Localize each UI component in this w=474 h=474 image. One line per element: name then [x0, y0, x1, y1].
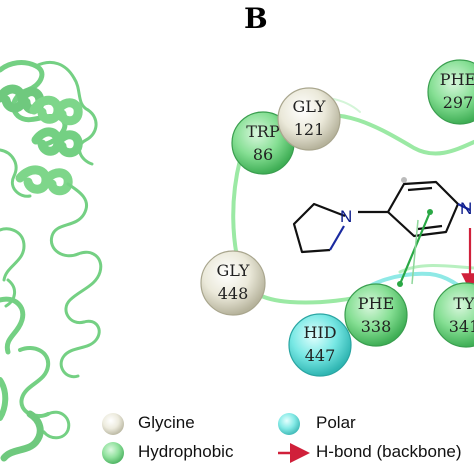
residue-number: 448: [218, 284, 249, 303]
residue-gly448: GLY 448: [200, 250, 266, 316]
residue-name: TRP: [246, 122, 280, 141]
residue-bubble: [433, 282, 474, 348]
residue-phe297: PHE 297: [427, 59, 474, 125]
ligand-structure: [292, 180, 471, 254]
residue-name: GLY: [293, 97, 326, 116]
residue-bubble: [200, 250, 266, 316]
residue-phe338: PHE 338: [344, 283, 408, 347]
legend-swatch-polar: [278, 413, 300, 435]
legend-label-hydrophobic: Hydrophobic: [138, 442, 234, 461]
aromatic-center-dot: [401, 177, 407, 183]
residue-name: HID: [303, 323, 336, 342]
legend-label-glycine: Glycine: [138, 413, 195, 432]
residue-tyr341: TY 341: [433, 282, 474, 348]
residue-name: PHE: [440, 70, 474, 89]
residue-number: 86: [253, 145, 273, 164]
pyrrolidine-ring: [292, 202, 346, 254]
residue-trp86: TRP 86: [231, 111, 295, 175]
legend-label-polar: Polar: [316, 413, 356, 432]
atom-n-pyrrolidine: N: [340, 207, 352, 226]
residue-gly121: GLY 121: [277, 87, 341, 151]
residue-bubble: [344, 283, 408, 347]
residue-number: 297: [443, 93, 474, 112]
legend-swatch-glycine: [102, 413, 124, 435]
residue-hid447: HID 447: [288, 313, 352, 377]
panel-label: B: [244, 2, 268, 35]
residue-name: PHE: [358, 294, 394, 313]
residue-bubble: [427, 59, 474, 125]
residue-bubble: [288, 313, 352, 377]
legend-swatch-hydrophobic: [102, 442, 124, 464]
residue-number: 341: [449, 317, 474, 336]
legend-label-hbond: H-bond (backbone): [316, 442, 462, 461]
atom-n-pyridine: N: [460, 199, 472, 218]
protein-ribbon: [0, 60, 103, 462]
residue-number: 121: [294, 120, 325, 139]
residue-bubble: [277, 87, 341, 151]
residue-name: GLY: [217, 261, 250, 280]
pi-stacking-lines: [397, 209, 433, 287]
legend: [102, 413, 310, 464]
residue-number: 338: [361, 317, 392, 336]
residue-name: TY: [453, 294, 474, 313]
residue-number: 447: [305, 346, 336, 365]
